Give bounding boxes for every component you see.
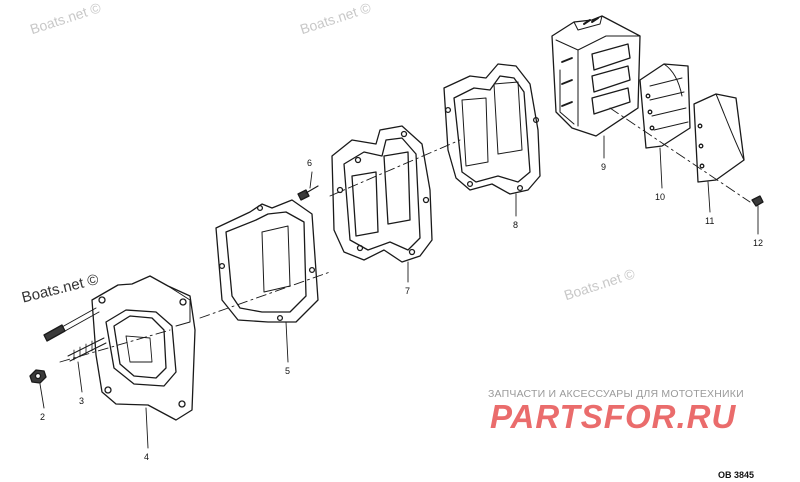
assembly-centerline — [59, 107, 751, 363]
part-stud-and-screw — [43, 307, 107, 362]
callout-8: 8 — [513, 220, 518, 230]
callout-11: 11 — [705, 216, 714, 226]
part-screw-reed — [751, 195, 764, 207]
brand-logo: PARTSFOR.RU — [490, 398, 737, 435]
part-gasket — [215, 199, 319, 323]
part-nut — [29, 369, 47, 384]
callout-10: 10 — [655, 192, 665, 202]
callout-2: 2 — [40, 412, 45, 422]
drawing-reference-code: OB 3845 — [718, 470, 755, 480]
callout-3: 3 — [79, 396, 84, 406]
leader-lines — [39, 135, 759, 449]
callout-5: 5 — [285, 366, 290, 376]
callout-6: 6 — [307, 158, 312, 168]
part-reed-stop-plate — [693, 93, 745, 183]
callout-7: 7 — [405, 286, 410, 296]
callout-12: 12 — [753, 238, 763, 248]
part-reed-block-plate — [331, 125, 433, 263]
part-adaptor-plate — [91, 275, 196, 421]
part-gasket-second — [443, 63, 541, 195]
part-reed-block — [551, 15, 641, 137]
part-reed-petals — [639, 63, 691, 149]
callout-4: 4 — [144, 452, 149, 462]
callout-9: 9 — [601, 162, 606, 172]
brand-tagline: ЗАПЧАСТИ И АКСЕССУАРЫ ДЛЯ МОТОТЕХНИКИ — [488, 388, 744, 400]
part-screw-small — [297, 185, 319, 201]
